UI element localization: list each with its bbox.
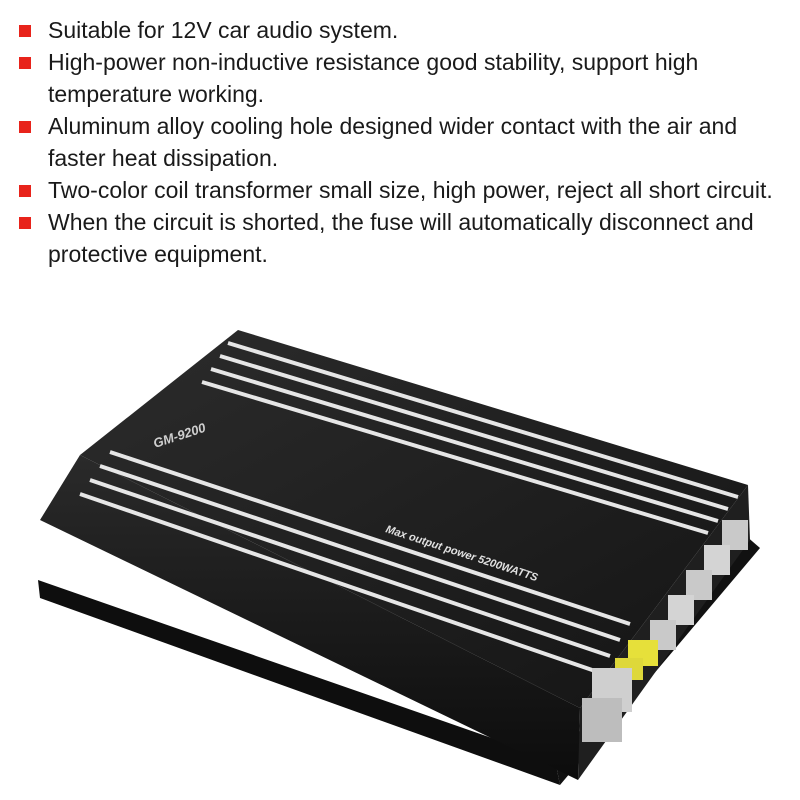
feature-text: Suitable for 12V car audio system.	[48, 17, 399, 43]
power-terminals	[582, 668, 632, 742]
feature-list: Suitable for 12V car audio system. High-…	[0, 14, 800, 270]
amplifier-top-panel	[80, 330, 748, 708]
bullet-square-icon	[19, 25, 31, 37]
amplifier-illustration: GM-9200 Max output power 5200WATTS	[38, 330, 760, 785]
feature-item: Aluminum alloy cooling hole designed wid…	[0, 110, 800, 174]
feature-item: When the circuit is shorted, the fuse wi…	[0, 206, 800, 270]
top-front-stripes	[79, 450, 631, 674]
mounting-flange	[38, 580, 560, 785]
top-back-stripes	[201, 341, 739, 535]
amplifier-product-image: GM-9200 Max output power 5200WATTS	[0, 320, 800, 800]
feature-item: High-power non-inductive resistance good…	[0, 46, 800, 110]
feature-item: Two-color coil transformer small size, h…	[0, 174, 800, 206]
feature-text: Two-color coil transformer small size, h…	[48, 177, 773, 203]
feature-text: Aluminum alloy cooling hole designed wid…	[48, 113, 738, 171]
amplifier-front-face	[40, 455, 580, 780]
feature-text: When the circuit is shorted, the fuse wi…	[48, 209, 754, 267]
feature-item: Suitable for 12V car audio system.	[0, 14, 800, 46]
bullet-square-icon	[19, 57, 31, 69]
bullet-square-icon	[19, 185, 31, 197]
speaker-terminals	[650, 520, 748, 650]
bullet-square-icon	[19, 217, 31, 229]
feature-text: High-power non-inductive resistance good…	[48, 49, 699, 107]
bullet-square-icon	[19, 121, 31, 133]
